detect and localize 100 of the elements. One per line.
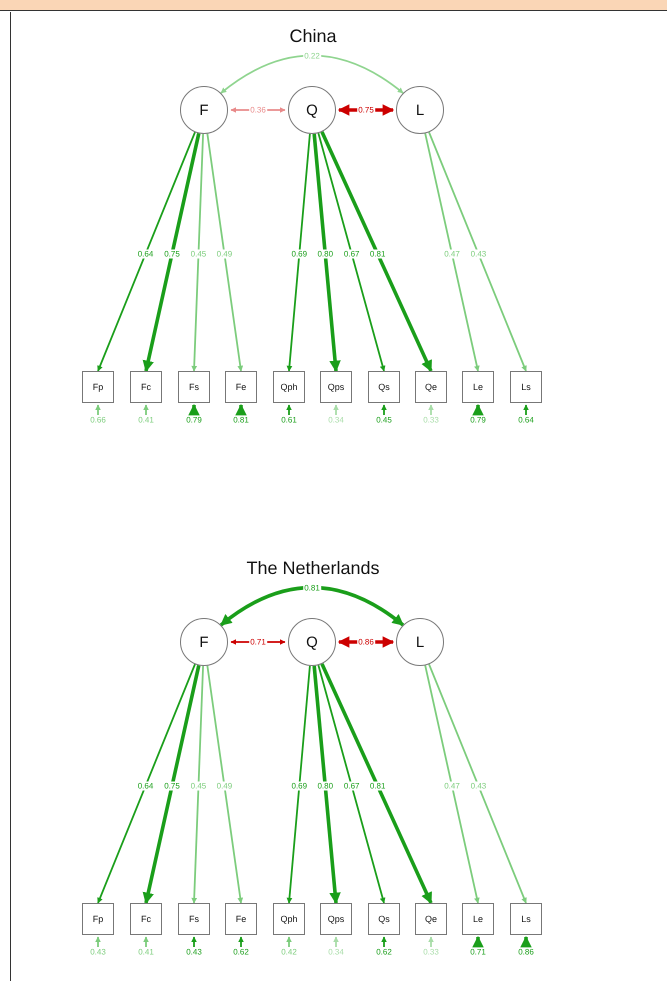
arrow bbox=[191, 666, 204, 904]
arrow bbox=[428, 404, 434, 415]
arrow bbox=[220, 54, 404, 94]
arrow bbox=[312, 666, 341, 904]
indicator-box: Fs bbox=[178, 371, 210, 403]
edge-label: 0.33 bbox=[422, 948, 440, 956]
arrow bbox=[97, 132, 196, 372]
arrow bbox=[206, 134, 244, 372]
edge-label: 0.64 bbox=[136, 250, 154, 258]
edge-label: 0.36 bbox=[249, 106, 267, 114]
arrow bbox=[333, 936, 339, 947]
arrow bbox=[318, 132, 386, 372]
indicator-box: Le bbox=[462, 903, 494, 935]
indicator-box: Fc bbox=[130, 371, 162, 403]
indicator-box: Fe bbox=[225, 371, 257, 403]
arrow bbox=[286, 666, 311, 904]
indicator-box: Fp bbox=[82, 371, 114, 403]
edge-label: 0.47 bbox=[443, 782, 461, 790]
panel-title: The Netherlands bbox=[246, 558, 380, 579]
arrow bbox=[188, 404, 200, 416]
arrow bbox=[472, 404, 484, 416]
latent-circle: Q bbox=[288, 86, 336, 134]
arrow bbox=[95, 404, 101, 415]
edge-label: 0.49 bbox=[216, 782, 234, 790]
edge-label: 0.79 bbox=[469, 416, 487, 424]
edge-label: 0.71 bbox=[249, 638, 267, 646]
indicator-box: Fe bbox=[225, 903, 257, 935]
indicator-box: Qe bbox=[415, 903, 447, 935]
edge-label: 0.33 bbox=[422, 416, 440, 424]
arrow bbox=[472, 936, 484, 948]
edge-label: 0.81 bbox=[368, 782, 386, 790]
indicator-box: Qps bbox=[320, 371, 352, 403]
edge-label: 0.64 bbox=[136, 782, 154, 790]
indicator-box: Qph bbox=[273, 903, 305, 935]
edge-label: 0.86 bbox=[357, 638, 375, 646]
arrow bbox=[428, 132, 527, 372]
arrow bbox=[320, 131, 433, 372]
edge-label: 0.66 bbox=[89, 416, 107, 424]
arrow bbox=[428, 936, 434, 947]
edge-label: 0.75 bbox=[163, 782, 181, 790]
indicator-box: Qph bbox=[273, 371, 305, 403]
edge-label: 0.34 bbox=[327, 416, 345, 424]
arrow bbox=[424, 133, 480, 372]
arrow bbox=[142, 665, 201, 904]
indicator-box: Fp bbox=[82, 903, 114, 935]
edge-label: 0.80 bbox=[316, 250, 334, 258]
latent-circle: L bbox=[396, 86, 444, 134]
panel-title: China bbox=[289, 26, 337, 47]
arrow bbox=[286, 404, 292, 415]
edge-label: 0.86 bbox=[517, 948, 535, 956]
arrow bbox=[320, 663, 433, 904]
edge-label: 0.47 bbox=[443, 250, 461, 258]
edge-label: 0.45 bbox=[190, 250, 208, 258]
edge-label: 0.45 bbox=[190, 782, 208, 790]
edge-label: 0.43 bbox=[470, 782, 488, 790]
arrow bbox=[338, 104, 394, 116]
arrow bbox=[191, 936, 197, 947]
latent-circle: F bbox=[180, 618, 228, 666]
arrow bbox=[286, 936, 292, 947]
edge-label: 0.62 bbox=[375, 948, 393, 956]
arrow bbox=[191, 134, 204, 372]
arrow bbox=[238, 936, 244, 947]
edge-label: 0.41 bbox=[137, 416, 155, 424]
edge-label: 0.41 bbox=[137, 948, 155, 956]
indicator-box: Fc bbox=[130, 903, 162, 935]
arrow bbox=[424, 665, 480, 904]
edge-label: 0.64 bbox=[517, 416, 535, 424]
arrow bbox=[333, 404, 339, 415]
edge-label: 0.67 bbox=[342, 782, 360, 790]
latent-circle: Q bbox=[288, 618, 336, 666]
arrow bbox=[142, 133, 201, 372]
arrow bbox=[428, 664, 527, 904]
edge-label: 0.71 bbox=[469, 948, 487, 956]
edge-label: 0.75 bbox=[357, 106, 375, 114]
edge-label: 0.79 bbox=[185, 416, 203, 424]
edge-label: 0.43 bbox=[89, 948, 107, 956]
edge-label: 0.81 bbox=[232, 416, 250, 424]
edge-label: 0.45 bbox=[375, 416, 393, 424]
indicator-box: Qe bbox=[415, 371, 447, 403]
arrow bbox=[381, 404, 387, 415]
edge-label: 0.75 bbox=[163, 250, 181, 258]
arrow bbox=[206, 666, 244, 904]
edge-label: 0.49 bbox=[216, 250, 234, 258]
indicator-box: Fs bbox=[178, 903, 210, 935]
arrow bbox=[97, 664, 196, 904]
arrow bbox=[143, 936, 149, 947]
arrow bbox=[381, 936, 387, 947]
arrow bbox=[235, 404, 247, 416]
edge-label: 0.34 bbox=[327, 948, 345, 956]
latent-circle: L bbox=[396, 618, 444, 666]
edge-label: 0.62 bbox=[232, 948, 250, 956]
edge-label: 0.42 bbox=[280, 948, 298, 956]
arrow bbox=[286, 134, 311, 372]
arrow bbox=[95, 936, 101, 947]
edge-label: 0.67 bbox=[342, 250, 360, 258]
edge-label: 0.81 bbox=[303, 583, 321, 592]
edge-label: 0.69 bbox=[290, 782, 308, 790]
edge-label: 0.69 bbox=[290, 250, 308, 258]
indicator-box: Qs bbox=[368, 371, 400, 403]
indicator-box: Le bbox=[462, 371, 494, 403]
